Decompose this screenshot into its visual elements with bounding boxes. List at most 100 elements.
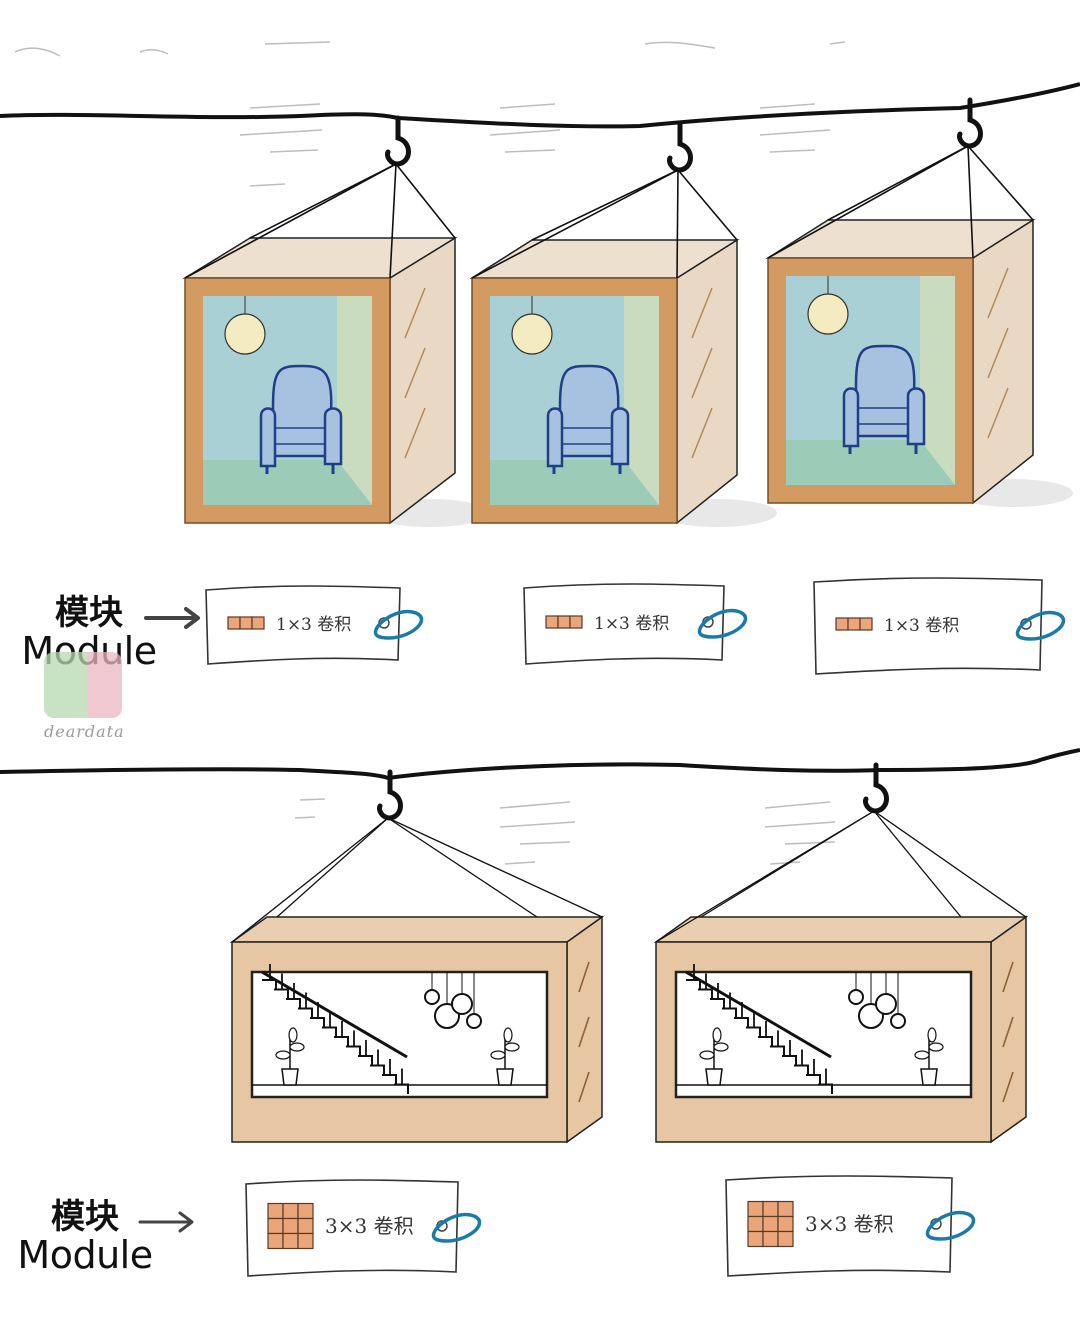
lamp-icon [224,313,266,355]
box-texture [578,1071,590,1103]
kernel-cell [859,617,873,631]
hanging-string [873,810,962,918]
hanging-box [182,115,490,527]
hook-icon [863,762,889,814]
convolution-tag: 1×3 卷积 [205,585,424,665]
kernel-cell [227,616,241,630]
hook-icon [385,115,411,167]
box-texture [987,267,1009,319]
box-texture [404,287,426,339]
armchair-icon [842,344,926,454]
kernel-cell [282,1232,299,1250]
kernel-grid-icon [747,1200,794,1248]
hanging-string [276,817,389,918]
tag-label: 1×3 卷积 [594,614,669,634]
tag-string-loop [1015,610,1066,641]
hanging-box [653,762,1029,1144]
armchair-icon [259,364,343,474]
kernel-cell [267,1202,284,1220]
hanging-box [469,121,777,527]
kernel-cell [282,1202,299,1220]
box-texture [578,1016,590,1048]
pendant-lamps-icon [848,972,906,1029]
potted-plant-icon [914,1027,944,1086]
hanging-box [765,97,1073,507]
arrows [138,607,200,1233]
room-floor [786,440,955,485]
kernel-cell [569,615,583,629]
room-floor [203,460,372,505]
box-texture [1002,1016,1014,1048]
kernel-cell [777,1200,794,1218]
hanging-string [231,817,389,943]
convolution-tag: 3×3 卷积 [245,1179,482,1277]
row-2 [229,762,1029,1144]
module-label-zh: 模块 [55,593,123,633]
box-texture [1002,1071,1014,1103]
staircase-icon [261,964,409,1094]
kernel-cell [835,617,849,631]
tag-label: 1×3 卷积 [276,615,351,635]
module-label-en: Module [17,1233,153,1277]
watermark-text: deardata [44,722,125,741]
tag-card [205,585,401,665]
kernel-cell [847,617,861,631]
hanging-string [184,163,397,279]
box-texture [404,347,426,399]
kernel-cell [297,1217,314,1235]
hanging-box [229,769,605,1144]
watermark-logo [44,652,122,718]
kernel-grid-icon [545,615,583,629]
convolution-tag: 1×3 卷积 [523,583,748,665]
rope-top [0,82,1080,129]
box-top-face [229,916,605,943]
potted-plant-icon [699,1027,729,1086]
hanging-string [967,145,1034,221]
tag-label: 1×3 卷积 [884,616,959,636]
hanging-string [767,145,969,259]
kernel-cell [762,1200,779,1218]
hanging-string [967,145,974,259]
potted-plant-icon [275,1027,305,1086]
kernel-grid-icon [267,1202,314,1250]
hook-icon [957,97,983,149]
kernel-cell [777,1230,794,1248]
box-side-face [676,238,738,525]
box-texture [691,287,713,339]
convolution-tag: 3×3 卷积 [725,1175,976,1277]
box-texture [691,347,713,399]
kernel-cell [297,1202,314,1220]
kernel-cell [239,616,253,630]
box-texture [578,961,590,993]
hanging-string [395,163,456,239]
tag-label: 3×3 卷积 [805,1212,894,1236]
box-top-face [653,916,1029,943]
box-side-face [389,236,456,525]
hook-icon [667,121,693,173]
hanging-string [873,810,1027,918]
hanging-string [387,817,603,918]
hanging-string [827,145,969,221]
box-texture [404,407,426,459]
kernel-cell [747,1215,764,1233]
box-texture [691,407,713,459]
box-texture [1002,961,1014,993]
kernel-cell [282,1217,299,1235]
kernel-cell [557,615,571,629]
hanging-string [531,169,679,241]
tag-string-loop [697,608,748,639]
tag-string-loop [373,609,424,640]
kernel-cell [747,1230,764,1248]
potted-plant-icon [490,1027,520,1086]
hanging-string [249,163,397,239]
motion-lines [14,41,846,865]
arrow-right-icon [138,1211,194,1233]
arrow-right-icon [144,607,200,629]
tag-card [813,577,1043,675]
hanging-string [677,169,738,241]
box-side-face [972,218,1034,505]
tag-string-loop [925,1210,976,1241]
kernel-grid-icon [227,616,265,630]
staircase-icon [685,964,833,1094]
